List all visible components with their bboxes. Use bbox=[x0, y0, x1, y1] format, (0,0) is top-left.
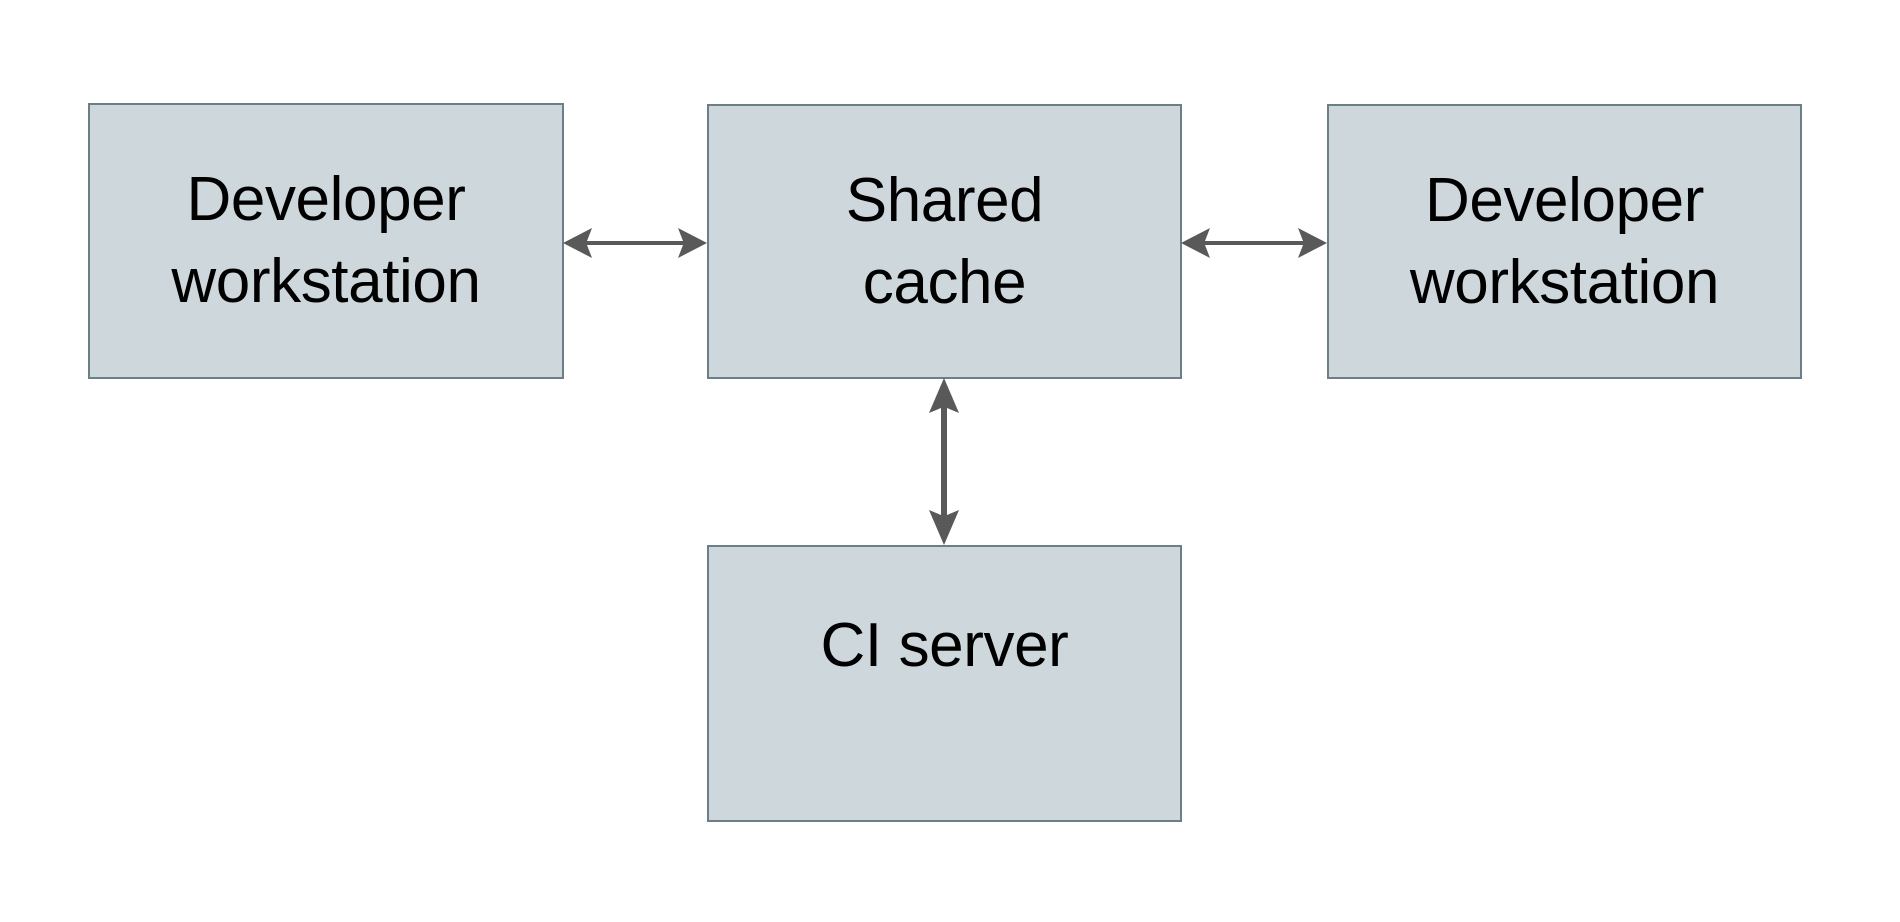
double-arrow-icon bbox=[1181, 228, 1327, 258]
edge-developer-workstation-left-to-shared-cache[interactable] bbox=[560, 213, 710, 273]
double-arrow-icon bbox=[563, 228, 707, 258]
edge-shared-cache-to-developer-workstation-right[interactable] bbox=[1178, 213, 1330, 273]
node-shared-cache[interactable]: Shared cache bbox=[707, 104, 1182, 379]
double-arrow-icon bbox=[929, 378, 959, 545]
edge-shared-cache-to-ci-server[interactable] bbox=[914, 375, 974, 548]
node-ci-server[interactable]: CI server bbox=[707, 545, 1182, 822]
node-label: Shared cache bbox=[845, 165, 1044, 317]
node-label: CI server bbox=[820, 611, 1069, 680]
node-developer-workstation-right[interactable]: Developer workstation bbox=[1327, 104, 1802, 379]
node-label: Developer workstation bbox=[171, 165, 481, 316]
node-label: Developer workstation bbox=[1409, 165, 1720, 317]
node-developer-workstation-left[interactable]: Developer workstation bbox=[88, 103, 564, 379]
